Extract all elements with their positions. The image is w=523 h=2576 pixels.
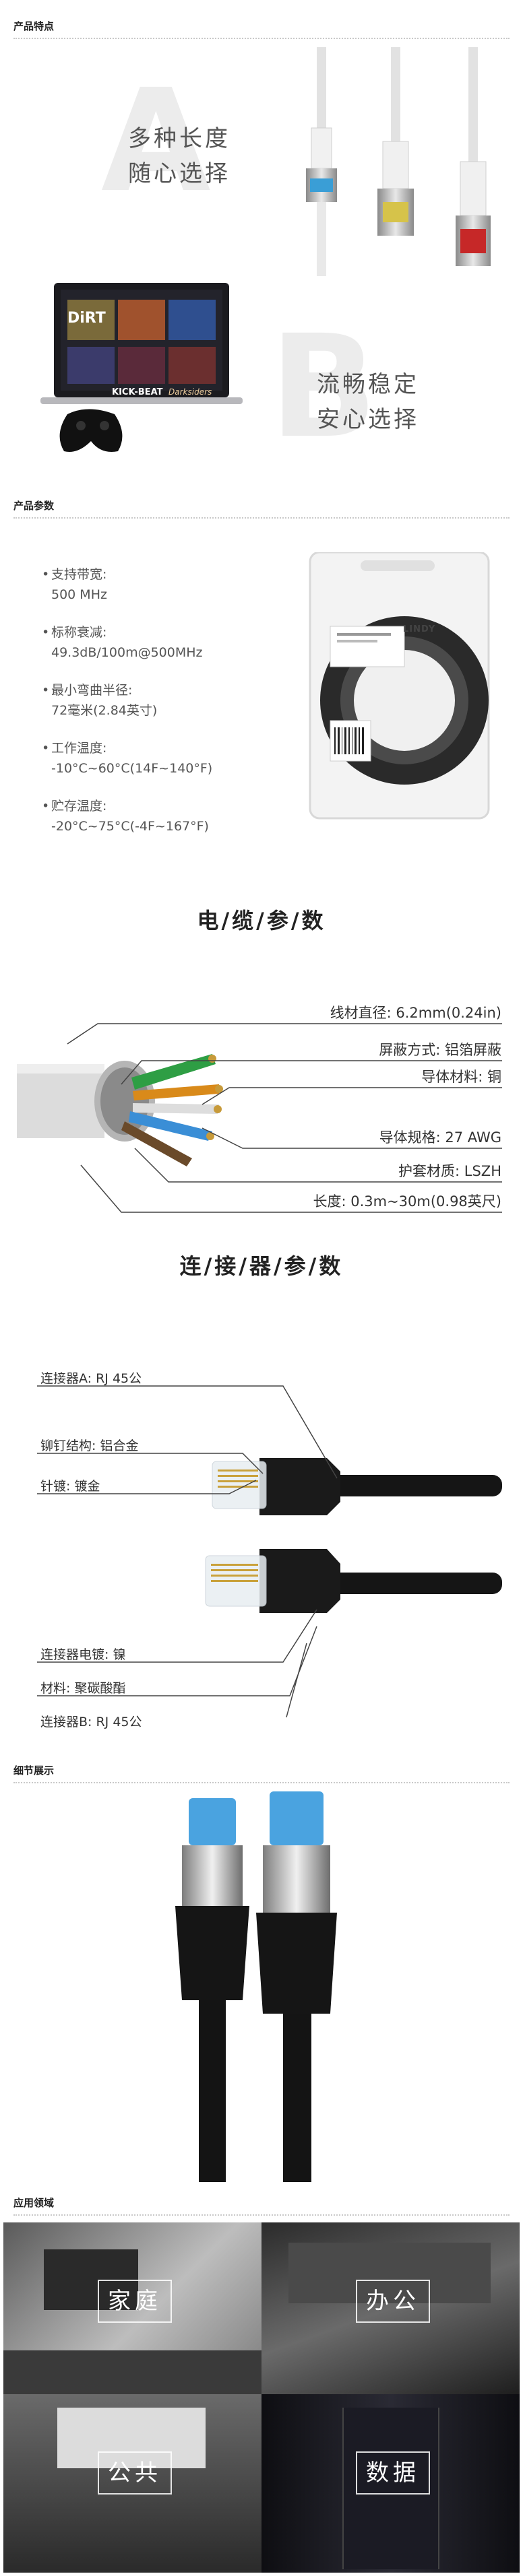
spec-list: •支持带宽: 500 MHz •标称衰减: 49.3dB/100m@500MHz… (42, 564, 284, 854)
spec-value: 72毫米(2.84英寸) (51, 703, 158, 718)
application-tile-datacenter (262, 2394, 520, 2573)
section-title-applications: 应用领域 (13, 2197, 55, 2209)
application-label-home: 家庭 (98, 2280, 172, 2323)
spec-label: 最小弯曲半径: (51, 683, 133, 698)
feature-a-line2: 随心选择 (128, 160, 230, 187)
spec-label: 工作温度: (51, 741, 107, 756)
feature-a-text: 多种长度 随心选择 (128, 121, 230, 191)
cable-label-jacket: 护套材质: LSZH (398, 1163, 501, 1179)
package-brand-logo: LINDY (403, 624, 436, 634)
connector-label-pin-plating: 针镀: 镀金 (40, 1479, 100, 1494)
feature-b-letter: B (270, 304, 378, 469)
feature-a-letter: A (101, 59, 211, 224)
laptop-tile-darksiders: Darksiders (168, 387, 212, 397)
application-label-data: 数据 (356, 2451, 430, 2495)
application-tile-home (3, 2222, 262, 2394)
application-tile-public (3, 2394, 262, 2573)
spec-item: •贮存温度: -20°C~75°C(-4F~167°F) (42, 796, 284, 836)
section-title-params: 产品参数 (13, 500, 55, 512)
cable-label-length: 长度: 0.3m~30m(0.98英尺) (313, 1193, 501, 1210)
application-tile-office (262, 2222, 520, 2394)
spec-label: 支持带宽: (51, 567, 107, 582)
section-divider (13, 38, 510, 39)
feature-a-line1: 多种长度 (128, 125, 230, 152)
cable-connectors-photo (297, 47, 512, 276)
spec-item: •最小弯曲半径: 72毫米(2.84英寸) (42, 680, 284, 721)
spec-value: 500 MHz (51, 587, 107, 602)
feature-b-line1: 流畅稳定 (317, 371, 419, 398)
feature-b-line2: 安心选择 (317, 406, 419, 433)
cable-params-title: 电/缆/参/数 (197, 908, 326, 933)
spec-value: -10°C~60°C(14F~140°F) (51, 761, 213, 776)
packaged-cable-photo (297, 552, 499, 822)
connector-label-plating: 连接器电镀: 镍 (40, 1647, 126, 1662)
laptop-tile-kickbeat: KICK-BEAT (112, 387, 163, 397)
feature-b-text: 流畅稳定 安心选择 (317, 367, 419, 437)
cable-label-gauge: 导体规格: 27 AWG (379, 1129, 501, 1146)
spec-value: -20°C~75°C(-4F~167°F) (51, 819, 209, 834)
spec-item: •工作温度: -10°C~60°C(14F~140°F) (42, 738, 284, 779)
cable-label-diameter: 线材直径: 6.2mm(0.24in) (330, 1005, 501, 1021)
connector-params-title: 连/接/器/参/数 (179, 1253, 344, 1279)
spec-item: •支持带宽: 500 MHz (42, 564, 284, 605)
cable-label-conductor: 导体材料: 铜 (421, 1069, 501, 1085)
connector-label-a: 连接器A: RJ 45公 (40, 1371, 142, 1386)
section-title-details: 细节展示 (13, 1764, 55, 1777)
spec-label: 贮存温度: (51, 799, 107, 814)
application-label-public: 公共 (98, 2451, 172, 2495)
connector-label-b: 连接器B: RJ 45公 (40, 1715, 142, 1729)
application-label-office: 办公 (356, 2280, 430, 2323)
section-divider (13, 1782, 510, 1783)
cable-cross-section-photo (17, 1024, 300, 1185)
cable-label-shielding: 屏蔽方式: 铝箔屏蔽 (379, 1042, 501, 1058)
gaming-laptop-photo (40, 283, 243, 465)
connector-callout-lines (37, 1385, 338, 1717)
cable-callout-lines (67, 1023, 502, 1213)
section-title-features: 产品特点 (13, 20, 55, 32)
spec-label: 标称衰减: (51, 625, 107, 640)
section-divider (13, 2214, 510, 2216)
spec-value: 49.3dB/100m@500MHz (51, 645, 203, 660)
connector-label-rivet: 铆钉结构: 铝合金 (40, 1439, 139, 1453)
spec-item: •标称衰减: 49.3dB/100m@500MHz (42, 622, 284, 663)
connector-detail-photo (135, 1791, 377, 2182)
section-divider (13, 517, 510, 519)
rj45-connectors-photo (199, 1421, 509, 1637)
connector-label-material: 材料: 聚碳酸酯 (40, 1681, 126, 1696)
laptop-tile-dirt: DiRT (67, 310, 106, 327)
